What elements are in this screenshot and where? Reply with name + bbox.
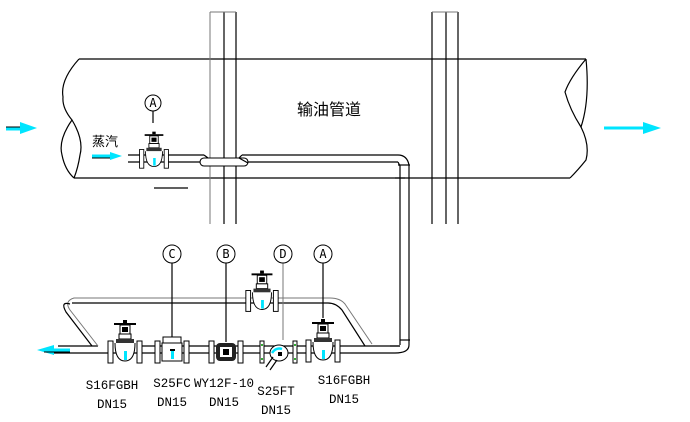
svg-text:S25FC: S25FC bbox=[153, 377, 191, 391]
steam-label: 蒸汽 bbox=[92, 135, 118, 150]
svg-text:DN15: DN15 bbox=[329, 393, 359, 407]
support-column-right bbox=[431, 11, 459, 224]
svg-text:A: A bbox=[149, 96, 157, 110]
component-label-3: WY12F-10 DN15 bbox=[194, 377, 254, 410]
tag-d: D bbox=[273, 244, 293, 264]
oil-pipeline bbox=[60, 58, 588, 179]
steam-trap-c bbox=[154, 336, 190, 364]
component-label-4: S25FT DN15 bbox=[257, 385, 295, 418]
inlet-flow-arrow bbox=[6, 122, 37, 134]
svg-text:S16FGBH: S16FGBH bbox=[86, 379, 139, 393]
top-globe-valve bbox=[139, 131, 169, 169]
bypass-globe-valve bbox=[245, 270, 279, 312]
support-column-left bbox=[209, 11, 237, 224]
svg-text:C: C bbox=[168, 247, 175, 261]
pipeline-title: 输油管道 bbox=[297, 100, 361, 119]
steam-trap-b bbox=[208, 340, 244, 364]
svg-text:S16FGBH: S16FGBH bbox=[318, 374, 371, 388]
outlet-flow-arrow bbox=[604, 122, 661, 134]
tag-b: B bbox=[216, 244, 236, 264]
svg-text:DN15: DN15 bbox=[261, 404, 291, 418]
svg-text:A: A bbox=[319, 247, 327, 261]
return-outlet-arrow bbox=[37, 345, 70, 355]
svg-text:D: D bbox=[279, 247, 286, 261]
globe-valve-1 bbox=[107, 319, 143, 364]
component-label-2: S25FC DN15 bbox=[153, 377, 191, 410]
svg-text:WY12F-10: WY12F-10 bbox=[194, 377, 254, 391]
tag-a: A bbox=[313, 244, 333, 264]
steam-inlet-arrow bbox=[92, 152, 122, 160]
svg-text:B: B bbox=[222, 247, 229, 261]
component-label-1: S16FGBH DN15 bbox=[86, 379, 139, 412]
svg-text:DN15: DN15 bbox=[97, 398, 127, 412]
component-label-5: S16FGBH DN15 bbox=[318, 374, 371, 407]
svg-text:DN15: DN15 bbox=[157, 396, 187, 410]
globe-valve-2 bbox=[305, 318, 341, 363]
tag-c: C bbox=[162, 244, 182, 264]
y-strainer-d bbox=[259, 340, 298, 371]
svg-text:S25FT: S25FT bbox=[257, 385, 295, 399]
svg-text:DN15: DN15 bbox=[209, 396, 239, 410]
bypass-loop bbox=[63, 297, 373, 347]
tag-top-valve: A bbox=[144, 94, 162, 112]
